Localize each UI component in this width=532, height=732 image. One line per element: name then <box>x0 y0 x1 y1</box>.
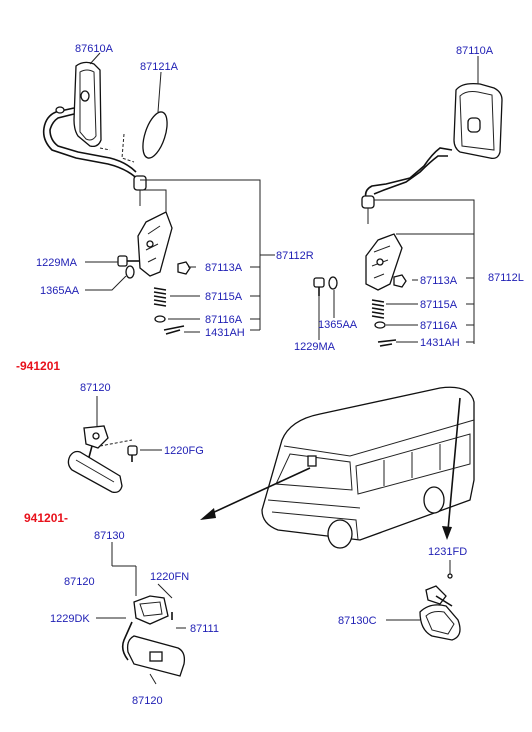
mirror-head-r-inner <box>459 91 495 151</box>
label-87120-late-bottom: 87120 <box>132 695 163 707</box>
label-87116A-right: 87116A <box>420 320 458 332</box>
screw-1220FG <box>127 445 138 462</box>
leaders-under <box>386 560 451 621</box>
label-87121A: 87121A <box>140 61 179 73</box>
period-after-941201: 941201- <box>24 511 68 525</box>
bus-rear-wheel <box>423 486 445 514</box>
washer-1365AA-right <box>328 276 338 290</box>
label-1365AA-left: 1365AA <box>40 285 80 297</box>
label-1431AH-right: 1431AH <box>420 337 460 349</box>
mount-inner <box>139 601 163 617</box>
label-87120-late-top: 87120 <box>64 576 95 588</box>
inside-mirror-mount-87120-late <box>133 595 169 625</box>
label-87610A: 87610A <box>75 43 114 55</box>
label-1229DK: 1229DK <box>50 613 90 625</box>
stay-arm-end <box>55 106 65 114</box>
bus-windows <box>355 433 471 495</box>
inside-mirror-glass-early <box>67 450 123 494</box>
under-mirror-assembly <box>386 560 461 641</box>
bracket-hole <box>146 240 154 248</box>
label-87113A-left: 87113A <box>205 262 243 274</box>
mirror-stay-arm-2 <box>49 113 137 173</box>
right-outside-mirror-assembly <box>313 56 503 347</box>
label-1229MA-left: 1229MA <box>36 257 78 269</box>
glass-tab <box>149 651 163 662</box>
arrow-head-down <box>442 526 452 540</box>
label-1431AH-left: 1431AH <box>205 327 245 339</box>
spring-87115A-right <box>371 299 385 319</box>
label-87112R: 87112R <box>276 250 314 262</box>
late-stem <box>121 621 133 661</box>
arrow-head-left <box>200 508 216 520</box>
right-stay-arm-2 <box>373 155 448 195</box>
label-87120-early: 87120 <box>80 382 111 394</box>
washer-87116A-left <box>154 315 166 323</box>
arrow-to-rear-mirror <box>447 397 461 531</box>
bus-inside-mirror-mark <box>307 455 317 467</box>
bolt-1229MA-left <box>117 255 140 267</box>
label-87116A-left: 87116A <box>205 314 243 326</box>
pin-1431AH-right <box>377 339 397 347</box>
left-outside-mirror-assembly <box>42 52 275 335</box>
bus-windshield <box>275 453 353 491</box>
under-mirror-87130C <box>419 604 461 641</box>
nut-87113A-right <box>393 274 407 288</box>
label-1365AA-right: 1365AA <box>318 319 358 331</box>
label-87115A-left: 87115A <box>205 291 243 303</box>
mirror-head-r-center <box>467 117 481 133</box>
label-1231FD: 1231FD <box>428 546 467 558</box>
arrow-to-inside-mirror <box>209 467 311 515</box>
right-bracket-hole <box>376 258 384 266</box>
inside-mirror-late <box>96 542 186 685</box>
screw-dash <box>99 439 133 447</box>
pin-1431AH-left <box>163 325 185 335</box>
mount-hole <box>92 432 100 440</box>
label-87115A-right: 87115A <box>420 299 458 311</box>
bus-illustration <box>200 386 475 549</box>
leaders-late <box>96 542 186 685</box>
label-87130C: 87130C <box>338 615 377 627</box>
under-mirror-arm <box>435 595 453 607</box>
mirror-glass-87121A <box>142 111 168 159</box>
mirror-head-inner <box>79 69 97 141</box>
mirror-head-center <box>80 90 90 102</box>
mirror-bracket-87112R <box>137 211 173 277</box>
right-stay-arm <box>364 147 453 199</box>
mirror-head-87610A <box>73 61 102 148</box>
label-87130: 87130 <box>94 530 125 542</box>
spring-87115A-left <box>153 287 167 307</box>
nut-87113A-left <box>177 261 191 275</box>
label-1220FN: 1220FN <box>150 571 189 583</box>
washer-1365AA-left <box>125 265 135 279</box>
bus-body <box>261 386 475 541</box>
mirror-stay-arm <box>42 107 141 183</box>
under-mirror-inner <box>425 611 455 635</box>
leaders-right <box>318 56 479 344</box>
label-1220FG: 1220FG <box>164 445 204 457</box>
label-1229MA-right: 1229MA <box>294 341 336 353</box>
stay-joint <box>133 175 147 191</box>
washer-87116A-right <box>374 321 386 329</box>
screw-1231FD <box>447 573 453 579</box>
inside-mirror-early <box>67 396 162 494</box>
glass-edge <box>75 459 115 483</box>
right-stay-joint <box>361 195 375 209</box>
label-87112L: 87112L <box>488 272 524 284</box>
bolt-1229MA-right <box>313 277 325 296</box>
bus-front-wheel <box>327 519 353 549</box>
label-87110A: 87110A <box>456 45 494 57</box>
label-87113A-right: 87113A <box>420 275 458 287</box>
leaders-early <box>96 396 162 451</box>
dash-connector <box>99 133 135 163</box>
leaders-left <box>85 52 275 333</box>
label-87111: 87111 <box>190 623 219 635</box>
bus-roof-line <box>283 419 475 457</box>
period-before-941201: -941201 <box>16 359 60 373</box>
labels: 87610A 87121A 87110A 1229MA 1365AA 87113… <box>16 43 524 707</box>
bus-front <box>267 499 361 541</box>
